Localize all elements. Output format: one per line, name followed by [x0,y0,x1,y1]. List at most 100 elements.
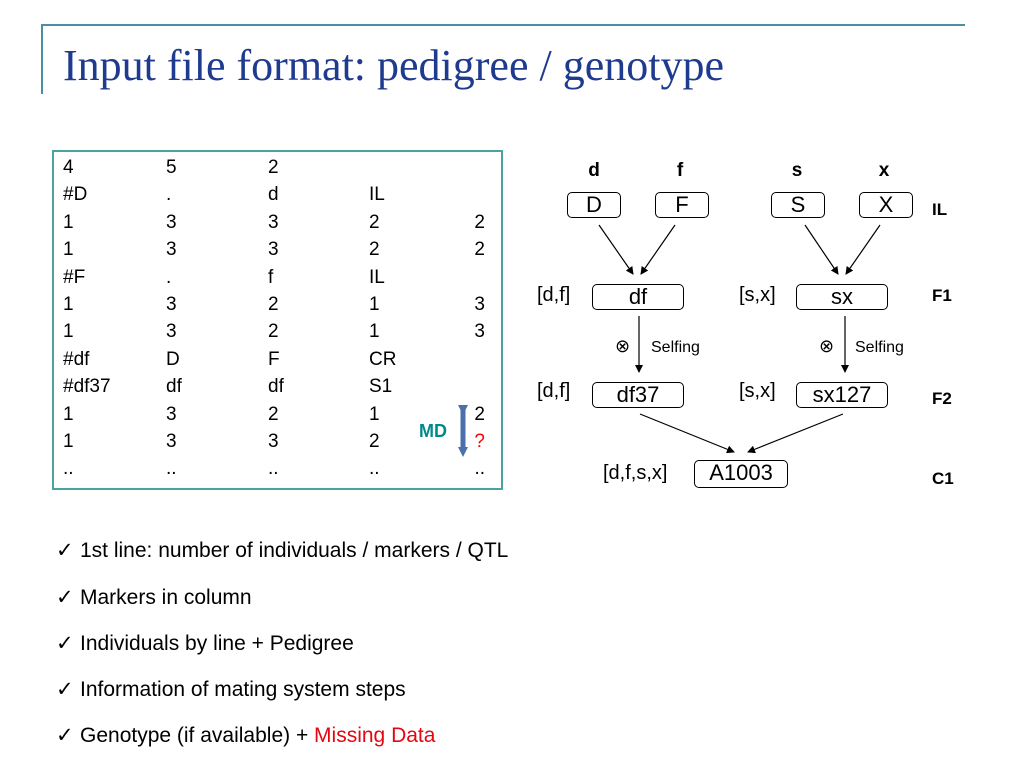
table-cell: 2 [268,321,279,343]
il-node-s: S [771,192,825,218]
f2-node-sx127: sx127 [796,382,888,408]
arrow-sx127-to-a1003 [747,413,844,454]
table-cell: 2 [474,239,485,261]
bullet-item: ✓ Markers in column [56,585,252,610]
c1-node-a1003: A1003 [694,460,788,488]
table-cell: 3 [268,211,279,233]
checkmark-icon: ✓ [56,632,74,655]
table-cell: 1 [369,403,380,425]
bullet-text: 1st line: number of individuals / marker… [80,539,509,562]
table-cell: S1 [369,376,393,398]
arrow-f-to-df [640,224,676,275]
parent-label-d: d [588,160,600,181]
table-cell: #df [63,348,90,370]
checkmark-icon: ✓ [56,724,74,747]
table-cell: 1 [63,321,74,343]
selfing-label-left: Selfing [651,339,700,356]
table-cell: 3 [268,431,279,452]
f1-node-sx: sx [796,284,888,310]
bullet-text: Individuals by line + Pedigree [80,632,354,655]
table-cell: 3 [166,239,177,261]
table-cell: 2 [369,239,380,261]
table-cell: 3 [268,239,279,261]
bracket-a1003: [d,f,s,x] [603,462,668,484]
table-cell: 2 [268,157,279,178]
generation-label-f1: F1 [932,286,952,305]
bracket-df37: [d,f] [537,380,571,402]
table-cell: df [268,376,284,398]
f1-node-df: df [592,284,684,310]
table-cell: CR [369,348,397,370]
arrow-d-to-df [598,224,634,275]
table-cell: 3 [166,294,177,315]
bullet-item: ✓ Information of mating system steps [56,677,406,702]
table-cell: . [166,184,172,206]
parent-label-f: f [676,160,684,181]
bracket-sx: [s,x] [739,284,776,306]
bracket-sx127: [s,x] [739,380,776,402]
checkmark-icon: ✓ [56,539,74,562]
table-cell: IL [369,184,385,206]
table-cell: f [268,266,274,288]
checkmark-icon: ✓ [56,678,74,701]
bullet-item: ✓Genotype (if available) + Missing Data [56,723,435,748]
parent-label-x: x [878,160,890,181]
checkmark-icon: ✓ [56,586,74,609]
header-accent-vertical-line [41,24,43,94]
il-node-x: X [859,192,913,218]
arrow-x-to-sx [845,224,881,275]
table-cell: 1 [63,294,74,315]
table-cell: 2 [474,403,485,425]
table-cell: IL [369,266,385,288]
generation-label-il: IL [932,200,948,219]
table-cell: 4 [63,157,74,178]
bullet-text: Information of mating system steps [80,678,406,701]
table-cell: 3 [166,431,177,452]
selfing-symbol-right: ⊗ [819,336,835,356]
table-cell: 5 [166,157,177,178]
table-cell: 2 [369,431,380,452]
table-cell: d [268,184,279,206]
il-node-f: F [655,192,709,218]
table-cell: 1 [369,321,380,343]
selfing-label-right: Selfing [855,339,904,356]
table-cell: 2 [474,211,485,233]
table-cell: #df37 [63,376,111,398]
table-cell: 3 [474,294,485,315]
table-cell: 3 [474,321,485,343]
table-cell: .. [268,458,279,480]
f2-node-df37: df37 [592,382,684,408]
arrow-df37-to-a1003 [639,413,735,454]
table-cell: 1 [63,431,74,452]
bullet-item: ✓ 1st line: number of individuals / marke… [56,538,508,563]
missing-data-label: MD [419,421,447,441]
table-cell: 3 [166,403,177,425]
table-cell: 2 [268,294,279,315]
table-cell: .. [63,458,74,480]
bullet-item: ✓ Individuals by line + Pedigree [56,631,354,656]
table-cell: 2 [369,211,380,233]
table-cell: 1 [63,239,74,261]
generation-label-f2: F2 [932,389,952,408]
slide-title: Input file format: pedigree / genotype [63,41,724,90]
table-cell: 2 [268,403,279,425]
bullet-text: Markers in column [80,586,252,609]
bullet-text: Genotype (if available) + [80,724,315,747]
bracket-df: [d,f] [537,284,571,306]
selfing-symbol-left: ⊗ [615,336,631,356]
generation-label-c1: C1 [932,469,954,488]
table-cell: ? [474,431,485,452]
table-cell: #F [63,266,86,288]
table-cell: 1 [63,403,74,425]
table-cell: 3 [166,321,177,343]
input-file-table [52,150,503,490]
il-node-d: D [567,192,621,218]
table-cell: D [166,348,180,370]
table-cell: 1 [63,211,74,233]
table-cell: .. [474,458,485,480]
arrow-s-to-sx [804,224,839,275]
table-cell: 3 [166,211,177,233]
table-cell: .. [166,458,177,480]
header-accent-horizontal-line [41,24,965,26]
